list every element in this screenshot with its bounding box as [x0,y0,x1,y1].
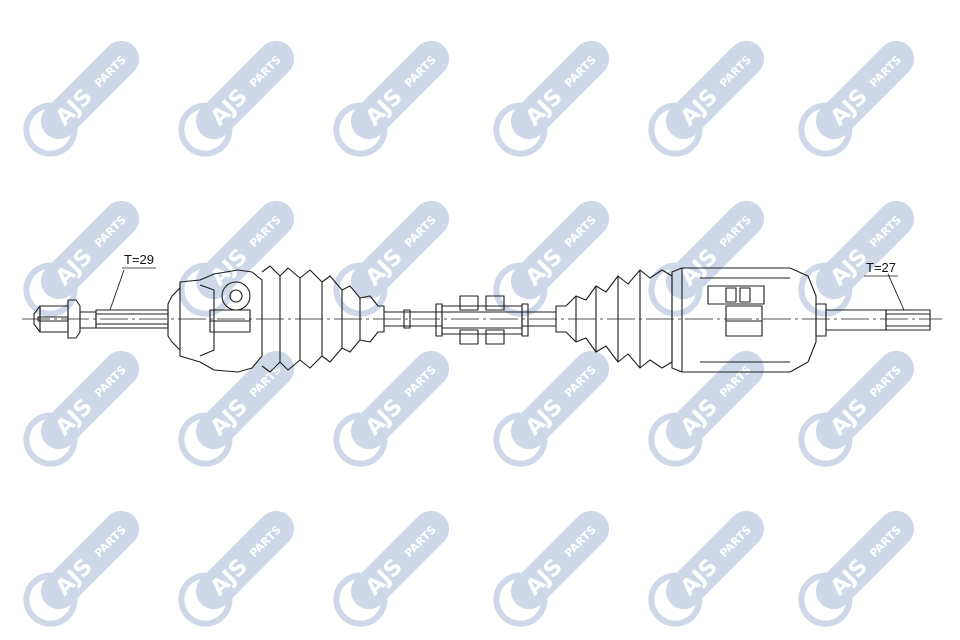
right-spline-teeth-label: T=27 [866,260,896,275]
left-spline-teeth-label: T=29 [124,252,154,267]
spline-labels: T=29 T=27 [122,252,898,277]
outer-cv-joint [167,269,263,373]
outer-boot [261,265,385,373]
center-damper [435,295,529,345]
drive-shaft-drawing [22,265,942,373]
wheel-side-nut [33,299,81,339]
gearbox-side-spline [825,309,931,331]
leader-lines [109,269,905,311]
